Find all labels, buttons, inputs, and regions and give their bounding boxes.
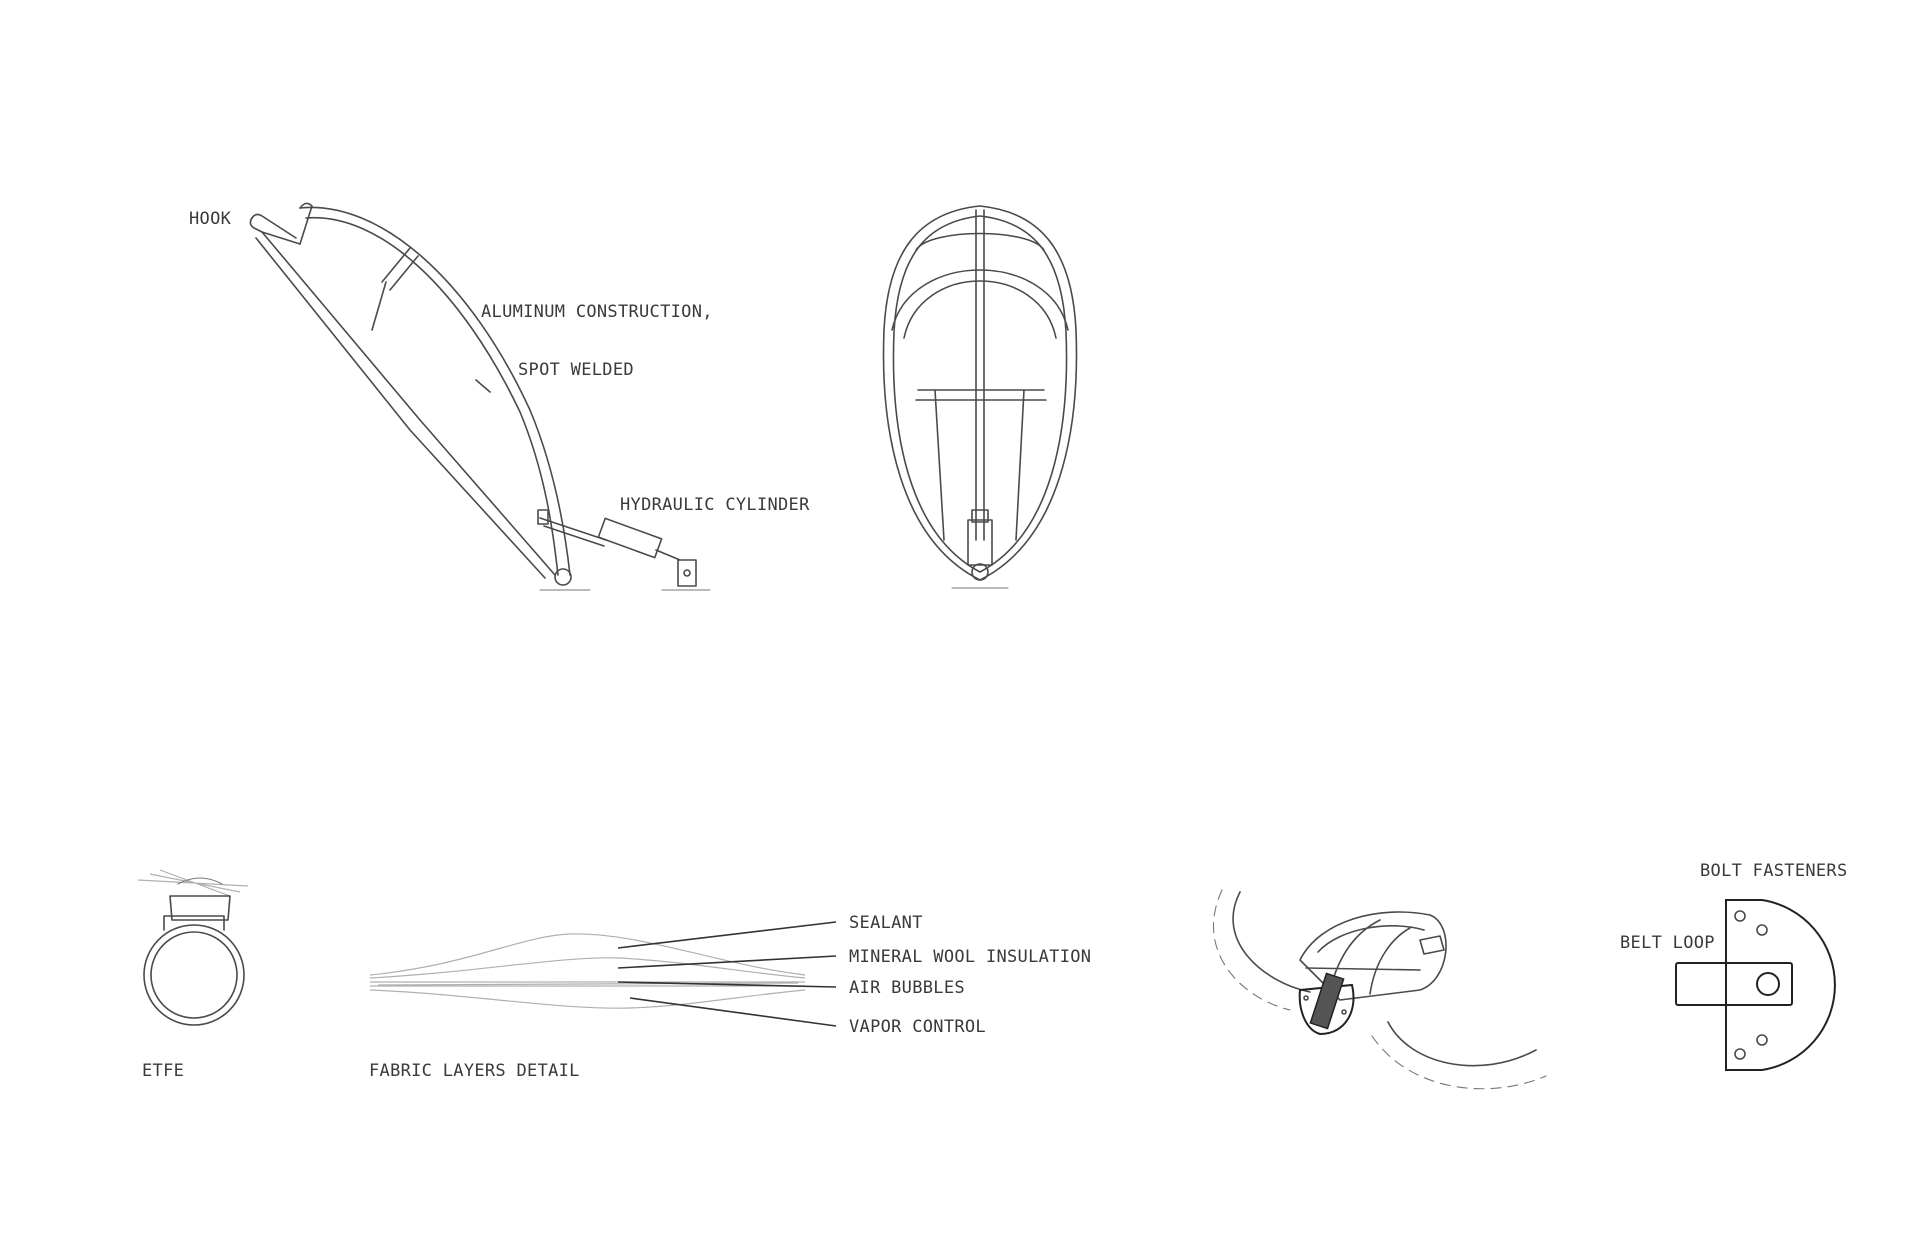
hinge-pin <box>554 568 572 586</box>
half-round-plate <box>1725 899 1836 1071</box>
hydraulic-cylinder-label: HYDRAULIC CYLINDER <box>620 495 810 515</box>
belt-loop-bar <box>1675 962 1793 1006</box>
belt-loop-label: BELT LOOP <box>1620 933 1715 953</box>
outer-rib <box>299 206 571 576</box>
etfe-outer-ring <box>143 924 245 1026</box>
sealant-leader <box>617 921 837 949</box>
fabric-layers-drawing <box>369 933 806 1009</box>
mineral-wool-insulation-label: MINERAL WOOL INSULATION <box>849 947 1091 967</box>
hook-label: HOOK <box>189 209 232 229</box>
hook-drawing <box>249 217 301 245</box>
air-bubbles-label: AIR BUBBLES <box>849 978 965 998</box>
bolt-fasteners-label: BOLT FASTENERS <box>1700 861 1848 881</box>
front-outer-shell <box>882 205 1078 581</box>
spot-welded-label: SPOT WELDED <box>518 360 634 380</box>
etfe-ring-detail <box>137 869 249 1026</box>
etfe-label: ETFE <box>142 1061 184 1081</box>
belt-strap <box>1309 972 1345 1030</box>
air-bubbles-leader <box>617 981 837 988</box>
aluminum-construction-label: ALUMINUM CONSTRUCTION, <box>481 302 713 322</box>
fabric-layers-detail-label: FABRIC LAYERS DETAIL <box>369 1061 580 1081</box>
hydraulic-cylinder-drawing <box>537 509 711 591</box>
frame-side-elevation <box>249 202 711 591</box>
belt-loop-plate-drawing <box>1675 899 1836 1071</box>
vapor-control-leader <box>629 997 837 1027</box>
sealant-label: SEALANT <box>849 913 923 933</box>
frame-front-elevation <box>882 205 1078 589</box>
mineral-wool-leader <box>617 955 837 969</box>
pod-on-belt-perspective <box>1212 889 1547 1090</box>
vapor-control-label: VAPOR CONTROL <box>849 1017 986 1037</box>
